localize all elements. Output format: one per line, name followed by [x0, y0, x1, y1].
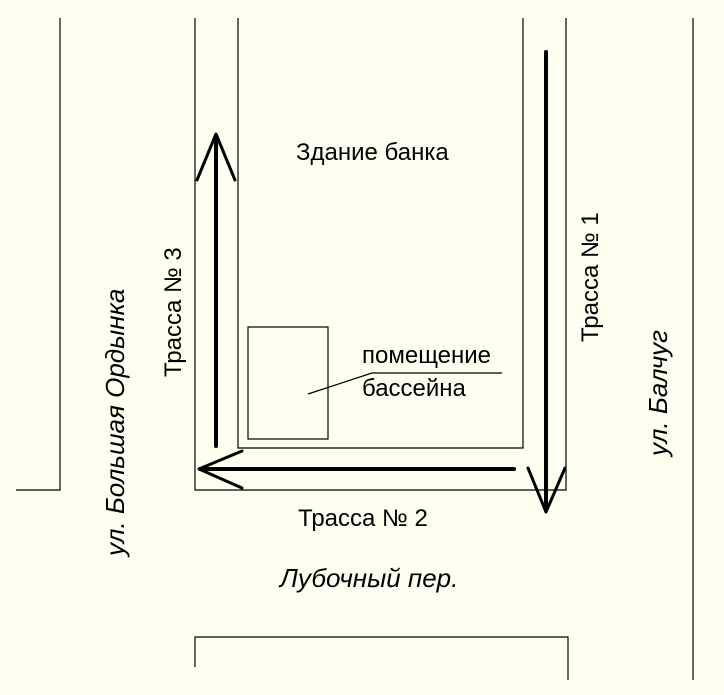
building-outline — [194, 18, 567, 491]
street-lines — [16, 18, 694, 680]
route-3-arrow — [195, 132, 237, 448]
route-1-arrow-head — [526, 466, 567, 514]
pool-room-rect — [247, 326, 329, 440]
route-2-label: Трасса № 2 — [298, 505, 428, 532]
pool-label-line1: помещение — [362, 342, 491, 369]
route-2-arrow — [197, 449, 516, 490]
route-3-label: Трасса № 3 — [160, 247, 187, 377]
bottom-street-curb — [194, 636, 569, 680]
street-bottom-label: Лубочный пер. — [278, 563, 458, 593]
street-left-label: ул. Большая Ордынка — [100, 289, 130, 558]
inner-wall — [237, 18, 524, 449]
route-2-arrow-head — [197, 449, 244, 490]
pool-label-line2: бассейна — [362, 375, 467, 402]
outer-wall — [194, 18, 567, 491]
route-1-arrow — [526, 50, 567, 514]
route-1-label: Трасса № 1 — [577, 212, 604, 342]
left-street-curb — [16, 18, 61, 491]
route-3-arrow-head — [195, 132, 237, 182]
building-label: Здание банка — [296, 139, 449, 166]
pool-leader-line-a — [307, 372, 373, 395]
street-right-label: ул. Балчуг — [643, 330, 673, 458]
